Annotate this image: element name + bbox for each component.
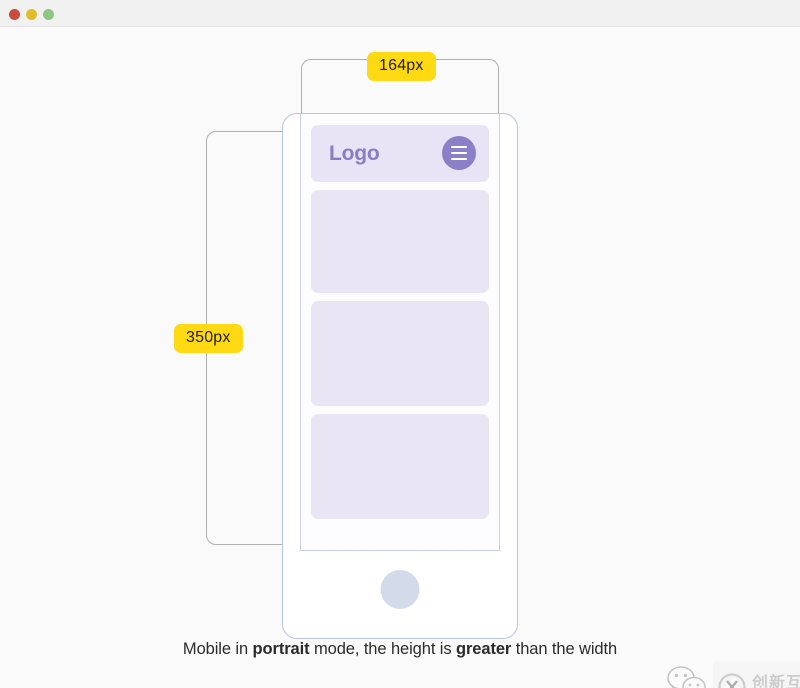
- watermark-brand-cn: 创新互联: [752, 672, 800, 688]
- maximize-button[interactable]: [43, 9, 54, 20]
- brand-mark-icon: [718, 673, 746, 688]
- phone-screen: Logo: [300, 114, 500, 551]
- phone-content-area: Logo: [311, 125, 489, 542]
- minimize-button[interactable]: [26, 9, 37, 20]
- app-header-bar: Logo: [311, 125, 489, 182]
- window-titlebar: [0, 0, 800, 27]
- content-placeholder-block: [311, 301, 489, 406]
- watermark-text-group: 创新互联 CHUANG XIN HU LIAN: [752, 672, 800, 688]
- watermark-brand: 创新互联 CHUANG XIN HU LIAN: [713, 662, 800, 688]
- close-button[interactable]: [9, 9, 20, 20]
- watermark: 创新互联 CHUANG XIN HU LIAN: [655, 660, 800, 688]
- hamburger-icon-line: [451, 151, 467, 155]
- home-button[interactable]: [380, 570, 420, 609]
- caption-part-1: Mobile in: [182, 640, 253, 658]
- content-placeholder-block: [311, 414, 489, 519]
- diagram-caption: Mobile in portrait mode, the height is g…: [0, 640, 800, 659]
- width-measurement-badge: 164px: [367, 52, 436, 82]
- caption-bold-portrait: portrait: [252, 640, 310, 658]
- phone-mockup: Logo: [282, 113, 518, 639]
- hamburger-icon-line: [451, 146, 467, 149]
- caption-part-3: than the width: [511, 640, 618, 658]
- caption-part-2: mode, the height is: [309, 640, 456, 658]
- logo-label: Logo: [329, 142, 380, 165]
- diagram-canvas: Logo 164px 350px Mobile: [0, 27, 800, 688]
- hamburger-icon-line: [451, 157, 467, 160]
- wechat-icon: [667, 666, 706, 688]
- content-placeholder-block: [311, 190, 489, 293]
- height-measurement-badge: 350px: [174, 324, 243, 354]
- hamburger-menu-button[interactable]: [442, 136, 476, 170]
- caption-bold-greater: greater: [456, 640, 512, 658]
